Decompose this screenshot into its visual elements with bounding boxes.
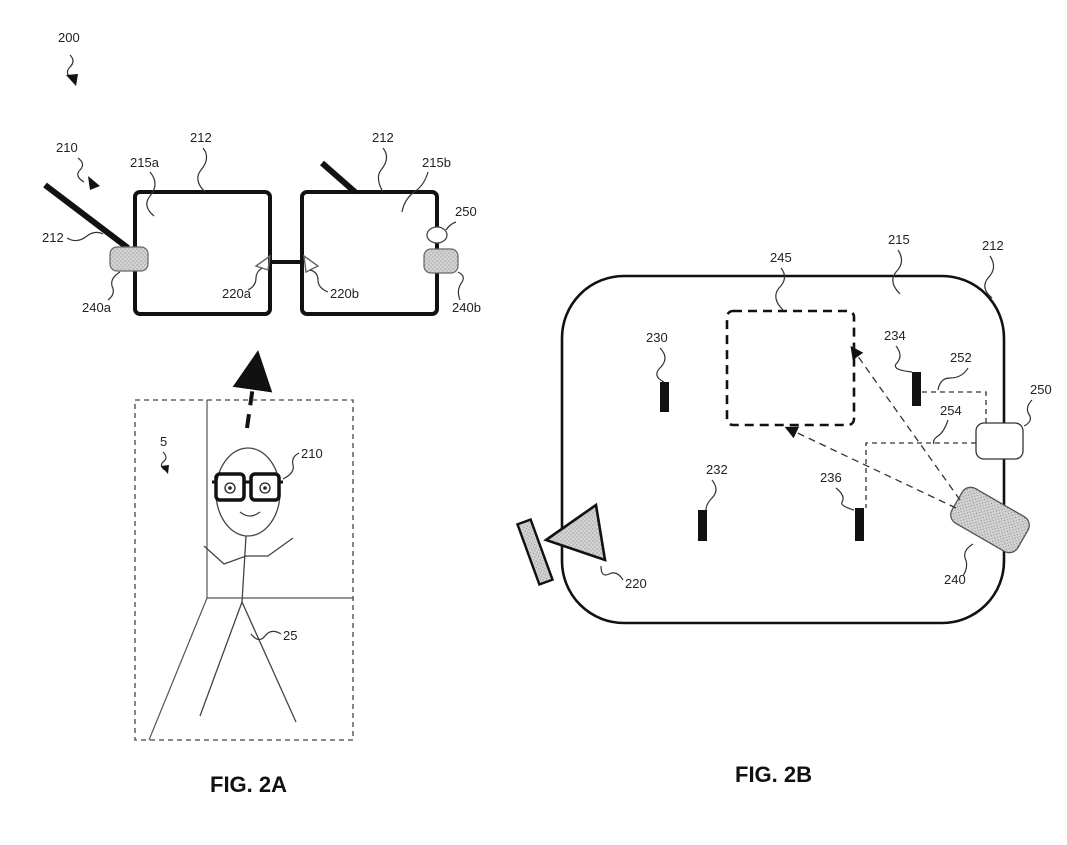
label-212-temple: 212: [42, 230, 64, 245]
person-pupil-right: [263, 486, 267, 490]
person-head: [215, 447, 281, 537]
person-arms: [203, 537, 294, 565]
scene-5-boundary: [134, 399, 354, 741]
arrow-200: [66, 74, 78, 86]
arrow-person-to-glasses: [232, 350, 273, 429]
lens-frame-right: [300, 190, 439, 316]
marker-230: [660, 382, 669, 412]
label-215a: 215a: [130, 155, 160, 170]
leader-25: [250, 630, 282, 641]
label-200: 200: [58, 30, 80, 45]
leader-245: [775, 267, 786, 311]
marker-236: [855, 508, 864, 541]
lens-215-outline: [560, 274, 1006, 625]
projector-220: [515, 502, 607, 587]
person-smile: [239, 511, 261, 517]
sightline-to-display-bottom: [784, 426, 957, 509]
projector-220b: [303, 254, 320, 274]
person-eye-left: [224, 482, 236, 494]
leader-220: [600, 565, 624, 581]
leader-220a: [247, 267, 263, 291]
label-25: 25: [283, 628, 297, 643]
label-240: 240: [944, 572, 966, 587]
sensor-250: [426, 226, 448, 244]
leader-240: [962, 543, 974, 577]
person-legs: [199, 600, 297, 723]
temple-left: [43, 182, 130, 251]
person-pupil-left: [228, 486, 232, 490]
arrow-210: [88, 176, 100, 190]
label-212-top-left: 212: [190, 130, 212, 145]
person-glasses-right-lens: [249, 472, 281, 502]
fig2b-lens: 215 212 245 230 232 234 236 250 252 254: [515, 232, 1052, 625]
leader-210-person: [282, 452, 300, 480]
marker-234: [912, 372, 921, 406]
marker-232: [698, 510, 707, 541]
label-215b: 215b: [422, 155, 451, 170]
path-254: [865, 442, 976, 508]
label-212-2b: 212: [982, 238, 1004, 253]
caption-fig2b: FIG. 2B: [735, 762, 812, 787]
label-220b: 220b: [330, 286, 359, 301]
label-230: 230: [646, 330, 668, 345]
label-5: 5: [160, 434, 167, 449]
label-210-person: 210: [301, 446, 323, 461]
leader-215b: [401, 171, 429, 213]
projector-220a: [254, 254, 271, 271]
leader-252: [937, 367, 969, 391]
path-252: [921, 391, 987, 423]
label-220a: 220a: [222, 286, 252, 301]
leader-212-temple: [66, 231, 104, 242]
label-250-2a: 250: [455, 204, 477, 219]
leader-254: [932, 419, 949, 445]
leader-212-2b: [984, 255, 995, 299]
label-254: 254: [940, 403, 962, 418]
camera-240a: [109, 246, 149, 272]
leader-5: [160, 451, 167, 471]
display-region-245: [725, 309, 856, 427]
figure-reference-200: 200: [58, 30, 80, 86]
label-240a: 240a: [82, 300, 112, 315]
person-glasses-left-lens: [214, 472, 246, 502]
label-236: 236: [820, 470, 842, 485]
label-212-top-right: 212: [372, 130, 394, 145]
label-252: 252: [950, 350, 972, 365]
leader-212-top-right: [377, 147, 388, 193]
label-220: 220: [625, 576, 647, 591]
label-250-2b: 250: [1030, 382, 1052, 397]
arrow-5: [161, 465, 169, 474]
leader-240b: [457, 271, 464, 301]
leader-210: [77, 157, 85, 183]
leader-212-top-left: [197, 147, 208, 193]
leader-230: [656, 347, 666, 383]
camera-240: [950, 486, 1030, 554]
leader-234: [894, 345, 913, 373]
leader-240a: [107, 271, 121, 301]
leader-232: [705, 479, 717, 511]
label-232: 232: [706, 462, 728, 477]
caption-fig2a: FIG. 2A: [210, 772, 287, 797]
label-215: 215: [888, 232, 910, 247]
label-245: 245: [770, 250, 792, 265]
label-234: 234: [884, 328, 906, 343]
leader-236: [835, 487, 855, 511]
leader-215: [892, 249, 903, 295]
fig2a-scene: 5 210 25: [134, 399, 354, 741]
label-210-glasses: 210: [56, 140, 78, 155]
temple-right: [320, 160, 357, 195]
person-eye-right: [259, 482, 271, 494]
person-torso: [241, 535, 247, 603]
label-240b: 240b: [452, 300, 481, 315]
leader-220b: [309, 269, 329, 293]
fig2a-glasses: 210 212 212 215a 215b 250 212 2: [42, 130, 481, 316]
leader-215a: [146, 171, 156, 217]
leader-250-2b: [1023, 399, 1033, 427]
floor-line-left: [148, 597, 208, 741]
leader-250-2a: [445, 221, 457, 231]
controller-250: [975, 422, 1024, 460]
camera-240b: [423, 248, 459, 274]
